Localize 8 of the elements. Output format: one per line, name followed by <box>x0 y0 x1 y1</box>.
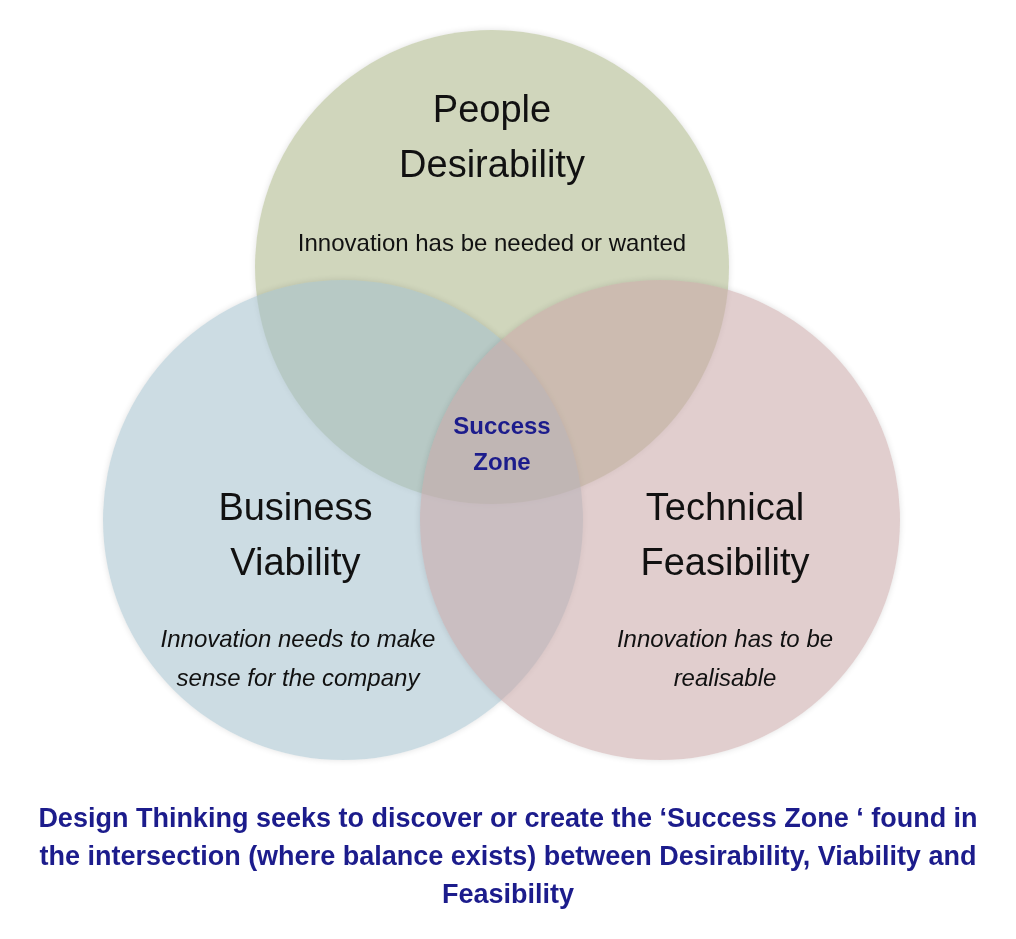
circle-description: Innovation has to be realisable <box>615 624 835 693</box>
circle-heading: Technical Feasibility <box>639 485 811 586</box>
circle-heading: People Desirability <box>398 87 586 188</box>
caption: Design Thinking seeks to discover or create the ‘Success Zone ‘ found in the intersection (where balance exists) between Desirability, Viability and Feasibility <box>37 802 979 911</box>
circle-heading: Business Viability <box>217 485 374 586</box>
intersection-label: Success Zone <box>452 411 552 477</box>
circle-description: Innovation has be needed or wanted <box>296 228 688 259</box>
circle-description: Innovation needs to make sense for the company <box>159 624 437 693</box>
